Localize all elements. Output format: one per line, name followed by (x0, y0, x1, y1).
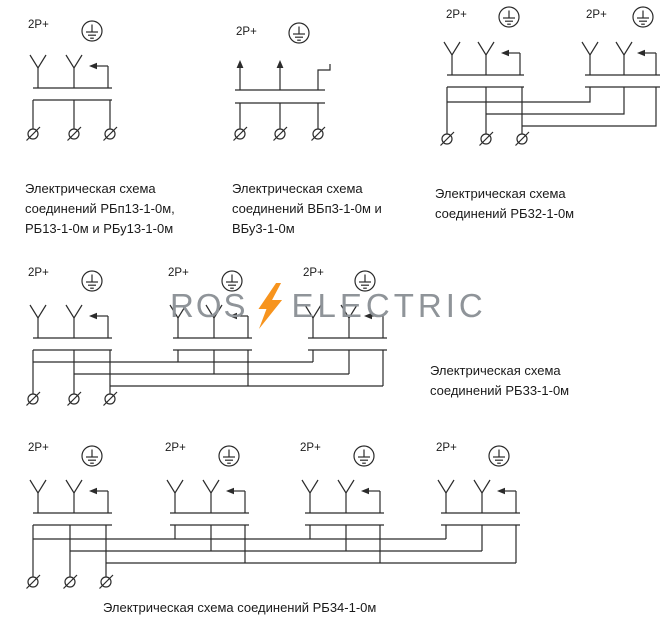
wiring (32, 87, 112, 129)
socket-contact-icon (65, 54, 83, 89)
watermark-text-electric: ELECTRIC (291, 287, 487, 324)
socket-contact-icon (202, 479, 220, 514)
terminal-icon (310, 126, 326, 142)
terminal-icon (272, 126, 288, 142)
plug-pin-icon (236, 59, 244, 91)
ground-icon (81, 445, 103, 467)
ground-contact-arrow-icon (636, 49, 657, 76)
wiring (32, 337, 387, 394)
socket-contact-icon (443, 41, 461, 76)
diagram-caption-rb13: Электрическая схема соединений РБп13-1-0… (25, 181, 175, 237)
terminal-icon (66, 391, 82, 407)
socket-type-label: 2P+ (446, 9, 467, 21)
watermark: ROS ELECTRIC (170, 283, 487, 329)
socket-type-label: 2P+ (28, 442, 49, 454)
socket-type-label: 2P+ (165, 442, 186, 454)
ground-icon (81, 270, 103, 292)
socket-contact-icon (29, 304, 47, 339)
ground-icon (81, 20, 103, 42)
ground-contact-arrow-icon (88, 312, 109, 339)
ground-icon (288, 22, 310, 44)
diagram-caption-rb32: Электрическая схема соединений РБ32-1-0м (435, 186, 575, 222)
socket-type-label: 2P+ (28, 19, 49, 31)
lightning-bolt-icon (257, 283, 282, 329)
terminal-icon (98, 574, 114, 590)
diagram-caption-rb33: Электрическая схема соединений РБ33-1-0м (430, 363, 570, 399)
diagram-rb13 (25, 20, 118, 142)
ground-icon (498, 6, 520, 28)
socket-type-label: 2P+ (28, 267, 49, 279)
socket-contact-icon (615, 41, 633, 76)
terminal-icon (232, 126, 248, 142)
socket-contact-icon (65, 479, 83, 514)
socket-contact-icon (473, 479, 491, 514)
ground-contact-arrow-icon (88, 487, 109, 514)
socket-contact-icon (477, 41, 495, 76)
socket-type-label: 2P+ (303, 267, 324, 279)
diagram-rb33 (25, 270, 387, 407)
socket-contact-icon (437, 479, 455, 514)
socket-contact-icon (166, 479, 184, 514)
watermark-text-ros: ROS (170, 287, 248, 324)
socket-type-label: 2P+ (300, 442, 321, 454)
terminal-icon (25, 391, 41, 407)
wiring (235, 89, 325, 129)
ground-icon (632, 6, 654, 28)
ground-contact-arrow-icon (88, 62, 109, 89)
ground-icon (488, 445, 510, 467)
terminal-icon (102, 126, 118, 142)
socket-type-label: 2P+ (236, 26, 257, 38)
terminal-icon (439, 131, 455, 147)
ground-icon (218, 445, 240, 467)
ground-contact-arrow-icon (500, 49, 521, 76)
terminal-icon (478, 131, 494, 147)
terminal-icon (66, 126, 82, 142)
socket-type-label: 2P+ (586, 9, 607, 21)
socket-contact-icon (581, 41, 599, 76)
diagram-caption-vb3: Электрическая схема соединений ВБп3-1-0м… (232, 181, 382, 237)
socket-contact-icon (337, 479, 355, 514)
diagram-rb32 (439, 6, 660, 147)
socket-contact-icon (29, 479, 47, 514)
ground-contact-arrow-icon (360, 487, 381, 514)
diagram-rb34 (25, 445, 520, 590)
wiring (32, 512, 520, 577)
terminal-icon (514, 131, 530, 147)
terminal-icon (62, 574, 78, 590)
ground-icon (353, 445, 375, 467)
ground-contact-arrow-icon (496, 487, 517, 514)
ground-contact-arrow-icon (225, 487, 246, 514)
socket-type-label: 2P+ (436, 442, 457, 454)
terminal-icon (102, 391, 118, 407)
wiring (446, 74, 660, 134)
diagram-vb3 (232, 22, 331, 142)
socket-contact-icon (29, 54, 47, 89)
socket-type-label: 2P+ (168, 267, 189, 279)
socket-contact-icon (65, 304, 83, 339)
terminal-icon (25, 574, 41, 590)
diagram-caption-rb34: Электрическая схема соединений РБ34-1-0м (103, 600, 377, 615)
terminal-icon (25, 126, 41, 142)
plug-ground-pin-icon (317, 63, 331, 91)
plug-pin-icon (276, 59, 284, 91)
socket-contact-icon (301, 479, 319, 514)
